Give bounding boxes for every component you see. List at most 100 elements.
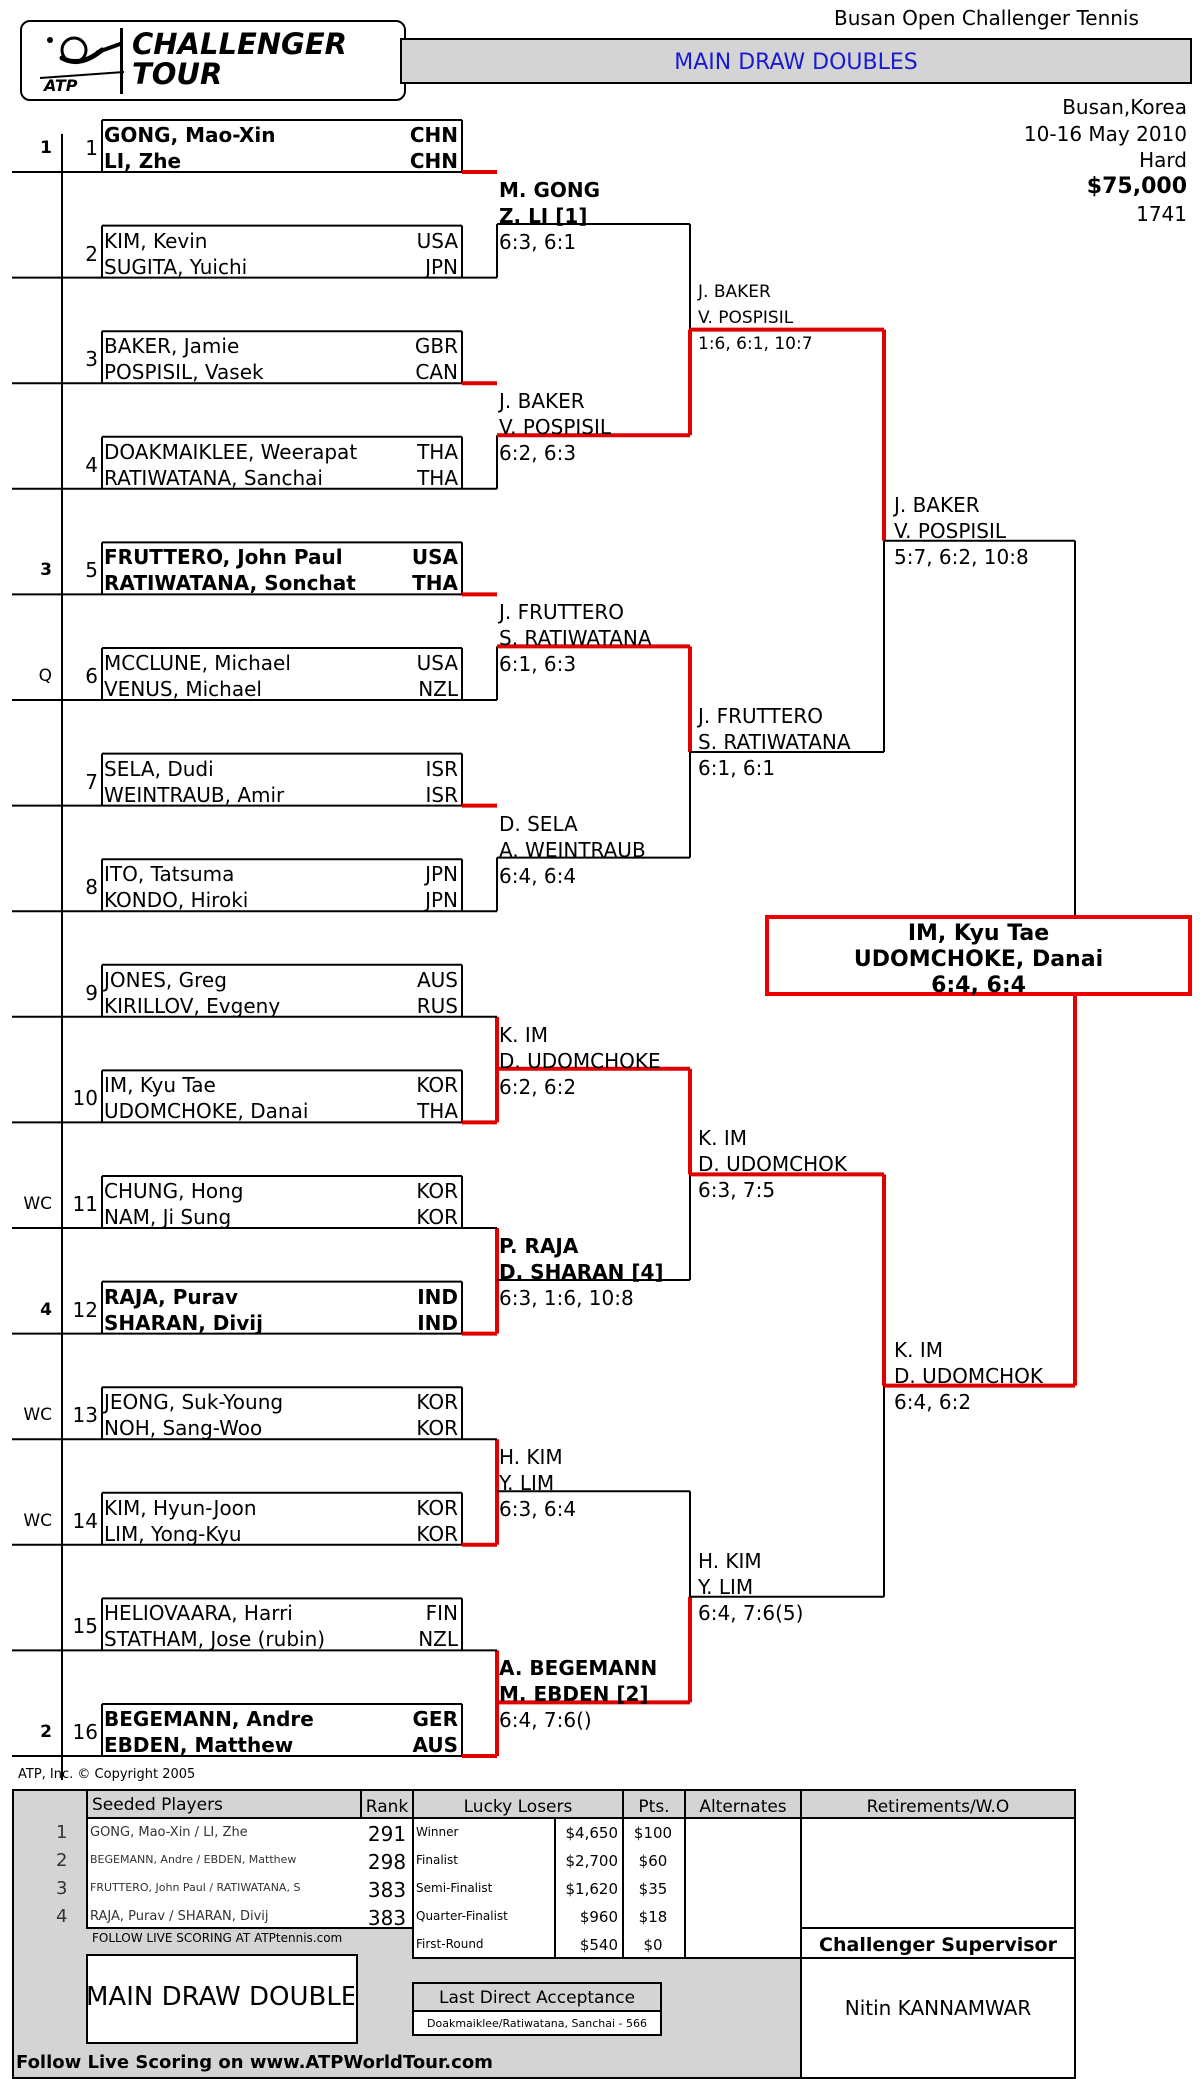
prize-round: Winner xyxy=(416,1825,459,1839)
player-name-b: STATHAM, Jose (rubin) xyxy=(104,1627,326,1652)
seed-label: 4 xyxy=(40,1299,52,1320)
player-name-b: NOH, Sang-Woo xyxy=(104,1416,263,1441)
r2-team-b: S. RATIWATANA xyxy=(499,626,652,651)
r2-score: 6:4, 6:4 xyxy=(499,863,577,888)
qf-score: 6:4, 7:6(5) xyxy=(698,1600,804,1625)
qf-team-a: J. BAKER xyxy=(698,281,771,302)
r2-score: 6:2, 6:3 xyxy=(499,441,577,466)
r2-score: 6:1, 6:3 xyxy=(499,652,577,677)
r2-team-b: M. EBDEN [2] xyxy=(499,1682,649,1707)
challenger-tour-logo: ATP CHALLENGER TOUR xyxy=(20,20,406,101)
supervisor-header: Challenger Supervisor xyxy=(819,1934,1057,1956)
retirements-cell xyxy=(800,1817,1076,1929)
country-b: CHN xyxy=(409,149,458,173)
qf-team-a: H. KIM xyxy=(698,1548,762,1573)
country-b: KOR xyxy=(416,1521,458,1546)
draw-number: 15 xyxy=(72,1614,98,1639)
lda-value: Doakmaiklee/Ratiwatana, Sanchai - 566 xyxy=(427,2017,647,2030)
r2-team-a: A. BEGEMANN xyxy=(499,1656,658,1681)
live-scoring-big[interactable]: Follow Live Scoring on www.ATPWorldTour.… xyxy=(16,2052,493,2073)
seed-label: 3 xyxy=(40,560,52,581)
draw-number: 12 xyxy=(72,1297,98,1322)
seeded-rank: 383 xyxy=(367,1878,407,1902)
country-b: JPN xyxy=(425,254,458,279)
qf-team-b: V. POSPISIL xyxy=(698,307,794,328)
player-name-a: IM, Kyu Tae xyxy=(104,1073,216,1098)
r2-team-b: Z. LI [1] xyxy=(499,204,588,228)
r2-team-a: J. BAKER xyxy=(499,389,585,414)
prize-money: $75,000 xyxy=(1086,174,1187,199)
country-b: ISR xyxy=(425,782,459,807)
player-name-a: SELA, Dudi xyxy=(104,756,214,781)
lda-value-box xyxy=(412,2010,662,2036)
draw-label: MAIN DRAW DOUBLES xyxy=(86,1984,354,2010)
champion-b: UDOMCHOKE, Danai xyxy=(853,947,1104,972)
player-name-b: NAM, Ji Sung xyxy=(104,1205,232,1229)
r2-team-a: J. FRUTTERO xyxy=(499,600,625,625)
draw-number: 9 xyxy=(85,980,98,1005)
country-b: CAN xyxy=(415,360,458,385)
seed-number: 3 xyxy=(56,1878,68,1899)
copyright: ATP, Inc. © Copyright 2005 xyxy=(18,1767,196,1782)
seeded-team: FRUTTERO, John Paul / RATIWATANA, S xyxy=(90,1882,301,1893)
draw-number: 11 xyxy=(72,1192,98,1216)
player-name-b: UDOMCHOKE, Danai xyxy=(104,1099,309,1124)
seeded-rank: 383 xyxy=(367,1906,407,1930)
player-name-a: GONG, Mao-Xin xyxy=(104,123,276,147)
draw-number: 4 xyxy=(85,452,98,477)
surface: Hard xyxy=(1139,148,1187,172)
player-name-a: JONES, Greg xyxy=(104,967,227,992)
seed-label: WC xyxy=(23,1194,52,1214)
country-a: KOR xyxy=(416,1179,458,1203)
draw-number: 14 xyxy=(72,1508,98,1533)
r2-team-b: D. UDOMCHOKE xyxy=(499,1048,661,1073)
prize-round: Finalist xyxy=(416,1853,458,1867)
qf-team-b: Y. LIM xyxy=(698,1574,754,1599)
r2-team-b: V. POSPISIL xyxy=(499,415,612,440)
prize-money: $1,620 xyxy=(565,1880,619,1898)
player-name-b: POSPISIL, Vasek xyxy=(104,360,264,385)
seed-label: 2 xyxy=(40,1722,52,1742)
player-name-b: SHARAN, Divij xyxy=(104,1310,264,1335)
logo-secondary: TOUR xyxy=(132,57,223,91)
player-name-a: HELIOVAARA, Harri xyxy=(104,1601,293,1626)
r2-team-a: M. GONG xyxy=(499,178,601,202)
r2-score: 6:3, 6:1 xyxy=(499,230,577,254)
player-name-a: MCCLUNE, Michael xyxy=(104,651,291,675)
qf-team-b: D. UDOMCHOK xyxy=(698,1152,848,1177)
player-name-b: LI, Zhe xyxy=(104,149,182,173)
final-score: 6:4, 6:4 xyxy=(931,973,1026,998)
player-name-b: KIRILLOV, Evgeny xyxy=(104,993,281,1018)
qf-score: 6:3, 7:5 xyxy=(698,1178,776,1203)
draw-number: 3 xyxy=(85,347,98,372)
seeded-team: RAJA, Purav / SHARAN, Divij xyxy=(90,1910,269,1923)
prize-points: $0 xyxy=(643,1936,663,1954)
prize-round: First-Round xyxy=(416,1937,484,1951)
country-b: IND xyxy=(417,1310,458,1335)
atp-player-icon xyxy=(39,36,125,79)
r2-score: 6:3, 6:4 xyxy=(499,1497,577,1522)
country-b: NZL xyxy=(418,1627,458,1652)
player-name-a: DOAKMAIKLEE, Weerapat xyxy=(104,439,358,464)
r2-score: 6:3, 1:6, 10:8 xyxy=(499,1286,634,1310)
draw-number: 10 xyxy=(72,1086,98,1111)
qf-score: 6:1, 6:1 xyxy=(698,756,776,780)
country-a: JPN xyxy=(425,862,458,887)
draw-number: 6 xyxy=(85,664,98,688)
player-name-b: RATIWATANA, Sanchai xyxy=(104,465,323,490)
player-name-a: JEONG, Suk-Young xyxy=(104,1390,284,1415)
country-b: NZL xyxy=(418,677,458,701)
tournament-id: 1741 xyxy=(1136,202,1187,226)
prize-points: $100 xyxy=(633,1824,673,1842)
lucky-losers-header: Lucky Losers xyxy=(463,1797,573,1817)
live-scoring-small[interactable]: FOLLOW LIVE SCORING AT ATPtennis.com xyxy=(92,1931,343,1945)
sf-score: 5:7, 6:2, 10:8 xyxy=(894,544,1029,569)
seed-number: 1 xyxy=(56,1822,68,1843)
qf-score: 1:6, 6:1, 10:7 xyxy=(698,333,813,354)
qf-team-a: K. IM xyxy=(698,1126,747,1151)
country-b: THA xyxy=(417,465,458,490)
country-a: AUS xyxy=(416,967,458,992)
seed-number: 4 xyxy=(56,1906,68,1927)
prize-points: $60 xyxy=(638,1852,668,1870)
draw-title-bar: MAIN DRAW DOUBLES xyxy=(400,38,1192,84)
